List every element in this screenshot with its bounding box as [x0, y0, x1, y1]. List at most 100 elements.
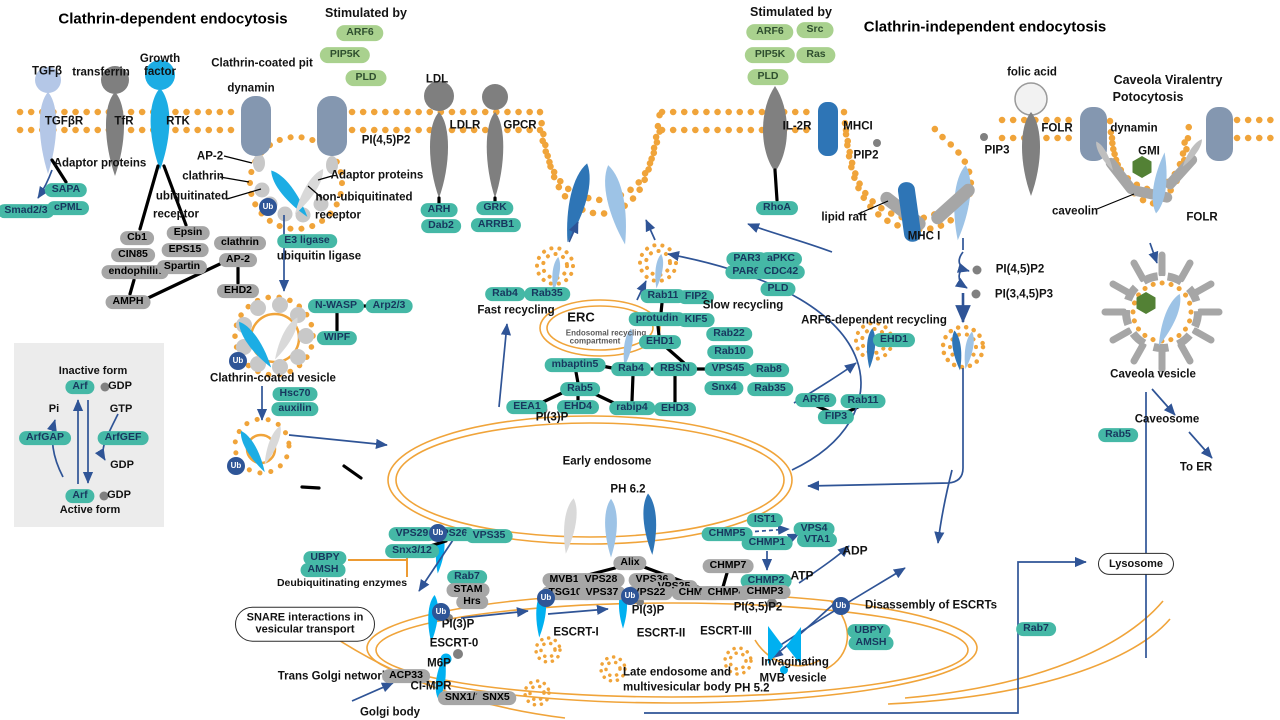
ub-disassembly: Ub: [832, 597, 850, 615]
label-pi45p2-left: PI(4,5)P2: [361, 134, 411, 147]
label-golgi-body: Golgi body: [359, 706, 421, 719]
oval-cdc42: CDC42: [756, 265, 806, 279]
oval-auxilin: auxilin: [271, 402, 319, 416]
oval-hrs: Hrs: [456, 595, 488, 609]
oval-smad23: Smad2/3: [0, 204, 55, 218]
oval-acp33: ACP33: [382, 669, 430, 683]
tfr-receptor-icon: [101, 66, 129, 176]
oval-rab10: Rab10: [707, 345, 753, 359]
oval-arrb1: ARRB1: [470, 218, 522, 232]
label-escrt0: ESCRT-0: [429, 637, 479, 650]
oval-rab4-top: Rab4: [485, 287, 525, 301]
label-erc: ERC: [567, 309, 595, 325]
label-rtk: RTK: [166, 115, 190, 128]
oval-rab5-caveo: Rab5: [1098, 428, 1138, 442]
oval-sapa: SAPA: [44, 183, 88, 197]
oval-cin85: CIN85: [111, 248, 155, 262]
label-folr-1: FOLR: [1041, 122, 1073, 135]
label-early-endosome: Early endosome: [562, 455, 652, 468]
label-mhci-top: MHCI: [843, 120, 873, 133]
oval-pld-mid: PLD: [760, 282, 796, 296]
oval-arf-active: Arf: [65, 489, 95, 503]
oval-ras: Ras: [796, 47, 836, 63]
oval-fip2: FIP2: [677, 290, 715, 304]
label-adaptor-proteins-left: Adaptor proteins: [53, 157, 147, 170]
label-ubiquitinated-receptor: receptor: [152, 208, 200, 221]
oval-rab22: Rab22: [706, 327, 752, 341]
label-clathrin-coated-pit: Clathrin-coated pit: [211, 57, 313, 70]
oval-snx4: Snx4: [704, 381, 744, 395]
label-tgfbr: TGFβR: [44, 115, 84, 128]
label-atp: ATP: [790, 568, 814, 583]
label-escrt3: ESCRT-III: [700, 625, 752, 638]
oval-rab11-top: Rab11: [640, 289, 686, 303]
label-pi3p-escrt2: PI(3)P: [631, 604, 665, 617]
label-transferrin: transferrin: [72, 66, 130, 79]
oval-apkc: aPKC: [759, 252, 803, 266]
label-ubiquitin-ligase: ubiquitin ligase: [276, 250, 362, 263]
label-caveolin: caveolin: [1051, 205, 1099, 218]
label-escrt2: ESCRT-II: [636, 627, 686, 640]
oval-arp23-top: Arp2/3: [365, 299, 413, 313]
plasma-membrane: [16, 108, 1276, 476]
title-clathrin-independent: Clathrin-independent endocytosis: [863, 18, 1107, 36]
oval-amph: AMPH: [105, 295, 151, 309]
title-clathrin-dependent: Clathrin-dependent endocytosis: [58, 10, 288, 28]
ub-ccv: Ub: [229, 352, 247, 370]
oval-chmp4: CHMP4: [700, 586, 752, 600]
oval-amsh-1: AMSH: [300, 563, 346, 577]
oval-amsh-2: AMSH: [848, 636, 894, 650]
label-trans-golgi: Trans Golgi network: [277, 670, 389, 683]
oval-rab8: Rab8: [749, 363, 789, 377]
ub-ee: Ub: [429, 524, 447, 542]
oval-spartin: Spartin: [156, 260, 208, 274]
label-ubiquitinated: ubiquitinated: [155, 190, 229, 203]
tgfb-receptor-icon: [35, 67, 61, 174]
label-dynamin-left: dynamin: [227, 82, 275, 95]
ub-escrt1: Ub: [537, 589, 555, 607]
label-gpcr: GPCR: [503, 119, 537, 132]
oval-cpml: cPML: [46, 201, 90, 215]
label-adaptor-proteins-right: Adaptor proteins: [330, 169, 424, 182]
oval-rab7-escrt: Rab7: [447, 570, 487, 584]
ub-pit: Ub: [259, 198, 277, 216]
label-pi: Pi: [48, 402, 60, 415]
ub-uncoated: Ub: [227, 457, 245, 475]
label-late-endosome: Late endosome and: [623, 666, 731, 679]
oval-vps28: VPS28: [577, 573, 625, 587]
mhci-receptor: [818, 102, 838, 156]
gpcr-receptor-icon: [482, 84, 508, 198]
small-endosomal-recycling: Endosomal recycling: [565, 328, 647, 338]
oval-ehd2: EHD2: [216, 284, 260, 298]
label-gdp-1: GDP: [108, 379, 132, 392]
label-pi3p-ee: PI(3)P: [535, 411, 569, 424]
label-slow-recycling: Slow recycling: [702, 299, 784, 312]
label-pi45p2-right: PI(4,5)P2: [995, 263, 1045, 276]
oval-arf6-bottom: ARF6: [795, 393, 837, 407]
label-dynamin-right: dynamin: [1110, 122, 1158, 135]
label-stimulated-by-right: Stimulated by: [750, 5, 832, 19]
oval-clathrin: clathrin: [214, 236, 266, 250]
oval-par6: PAR6: [725, 265, 767, 279]
oval-pld-left: PLD: [345, 70, 387, 86]
oval-pld-right: PLD: [747, 69, 789, 85]
oval-rab35-top: Rab35: [524, 287, 570, 301]
label-pi35p2: PI(3,5)P2: [733, 601, 783, 614]
ldlr-receptor-icon: [424, 81, 454, 198]
label-escrt1: ESCRT-I: [553, 626, 599, 639]
label-gdp-2: GDP: [110, 458, 134, 471]
oval-rab35-ee: Rab35: [747, 382, 793, 396]
oval-chmp5: CHMP5: [701, 527, 753, 541]
oval-rab11-bottom: Rab11: [840, 394, 886, 408]
label-folr-2: FOLR: [1186, 211, 1218, 224]
oval-arh: ARH: [420, 203, 458, 217]
oval-ehd3: EHD3: [653, 402, 697, 416]
label-il2r: IL-2R: [782, 120, 812, 133]
rtk-receptor-icon: [145, 60, 175, 170]
il2r-receptor-icon: [763, 86, 787, 172]
oval-rhoa: RhoA: [756, 201, 798, 215]
oval-eps15: EPS15: [161, 243, 209, 257]
label-to-er: To ER: [1179, 461, 1213, 474]
label-pi345p3: PI(3,4,5)P3: [994, 288, 1054, 301]
